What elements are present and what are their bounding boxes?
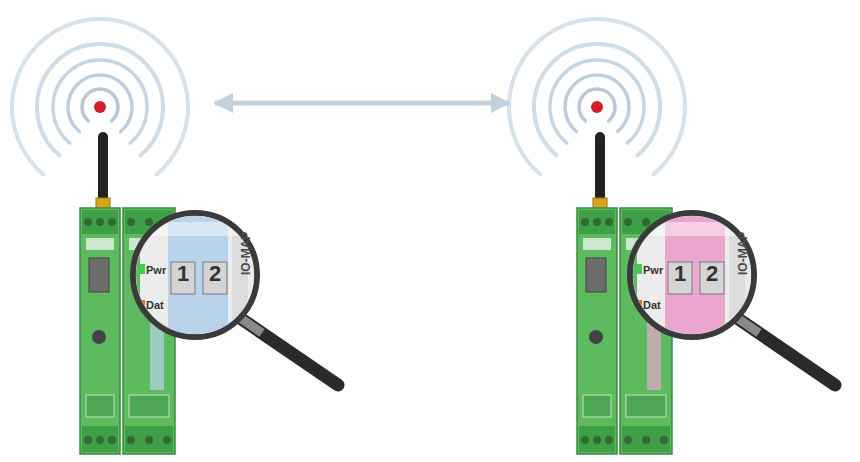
channel-digit: 1	[171, 263, 195, 285]
terminal-screw	[581, 436, 589, 444]
terminal-block	[82, 426, 118, 452]
led	[637, 264, 642, 274]
radio-wave	[579, 89, 615, 121]
terminal-screw	[108, 218, 116, 226]
terminal-screw	[581, 218, 589, 226]
terminal-block	[579, 210, 615, 234]
terminal-screw	[605, 218, 613, 226]
terminal-screw	[84, 436, 92, 444]
terminal-block	[622, 426, 670, 452]
io-map-label: IO-MAP	[240, 232, 252, 275]
channel-digit: 2	[203, 263, 227, 285]
led-label: Dat	[146, 300, 164, 311]
terminal-screw	[145, 436, 153, 444]
lens-shine	[647, 222, 737, 236]
antenna	[98, 132, 108, 202]
panel-edge	[130, 210, 140, 340]
digit-frame	[668, 262, 692, 294]
led-label: Pwr	[643, 265, 663, 276]
led	[140, 264, 145, 274]
magnified-view	[130, 210, 260, 340]
io-map-label: IO-MAP	[737, 232, 749, 275]
radio-wave	[68, 75, 132, 132]
digit-frame	[700, 262, 724, 294]
radio-wave	[565, 75, 629, 132]
rotary-switch	[589, 330, 603, 344]
terminal-screw	[127, 436, 135, 444]
terminal-screw	[642, 436, 650, 444]
terminal-screw	[605, 436, 613, 444]
radio-module: PwrDat12IO-MAP	[509, 15, 712, 455]
radio-module: PwrDat12IO-MAP	[12, 15, 215, 455]
display-window	[89, 258, 109, 292]
terminal-screw	[127, 218, 135, 226]
terminal-screw	[593, 218, 601, 226]
terminal-screw	[593, 436, 601, 444]
signal-dot	[591, 101, 603, 113]
led-label: Pwr	[146, 265, 166, 276]
terminal-screw	[163, 436, 171, 444]
lens-ground	[130, 210, 260, 340]
terminal-screw	[84, 218, 92, 226]
module-housing	[80, 208, 120, 454]
logo-plate	[583, 395, 611, 417]
radio-unit	[12, 19, 338, 454]
terminal-block	[579, 426, 615, 452]
terminal-screw	[145, 218, 153, 226]
terminal-screw	[660, 436, 668, 444]
logo-plate	[129, 395, 169, 417]
panel-edge	[627, 210, 637, 340]
rotary-switch	[92, 330, 106, 344]
radio-link-arrow	[215, 101, 509, 106]
channel-digit: 2	[700, 263, 724, 285]
antenna	[595, 132, 605, 202]
magnified-view	[627, 210, 757, 340]
led	[637, 300, 642, 308]
terminal-screw	[96, 218, 104, 226]
terminal-screw	[624, 436, 632, 444]
terminal-screw	[642, 218, 650, 226]
led-label: Dat	[643, 300, 661, 311]
terminal-block	[125, 426, 173, 452]
terminal-screw	[108, 436, 116, 444]
channel-digit: 1	[668, 263, 692, 285]
terminal-screw	[624, 218, 632, 226]
module-housing	[577, 208, 617, 454]
lens-ground	[627, 210, 757, 340]
radio-unit	[509, 19, 835, 454]
radio-wave	[550, 60, 644, 143]
display-window	[586, 258, 606, 292]
radio-wave	[82, 89, 118, 121]
led	[140, 300, 145, 308]
digit-frame	[171, 262, 195, 294]
front-label	[583, 238, 611, 250]
terminal-block	[82, 210, 118, 234]
digit-frame	[203, 262, 227, 294]
radio-wave	[53, 60, 147, 143]
signal-dot	[94, 101, 106, 113]
lens-shine	[150, 222, 240, 236]
logo-plate	[86, 395, 114, 417]
logo-plate	[626, 395, 666, 417]
terminal-screw	[96, 436, 104, 444]
front-label	[86, 238, 114, 250]
